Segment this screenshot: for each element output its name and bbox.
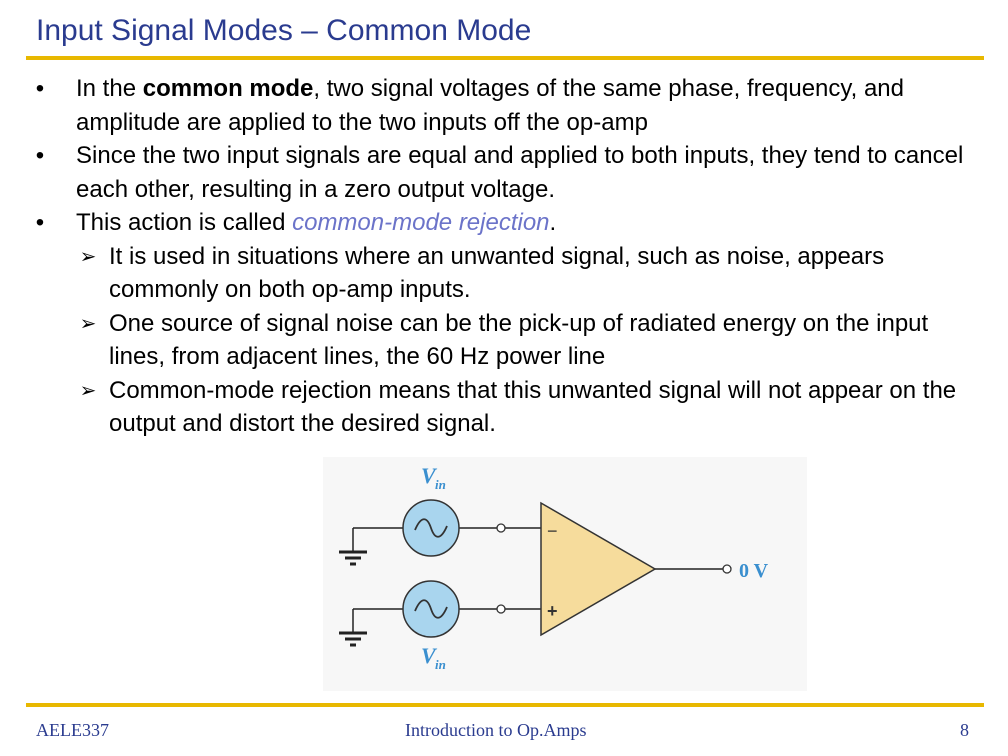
bullet-dot: • — [35, 75, 45, 102]
input-terminal-icon — [496, 604, 506, 614]
ground-icon — [339, 550, 367, 566]
bullet-text-bold: common mode — [142, 75, 314, 102]
bullet-text-post: , two signal voltages of the same phase,… — [76, 75, 904, 136]
page-number: 8 — [960, 720, 969, 740]
bullet-dot: • — [35, 142, 45, 169]
vin-top-label: V — [421, 463, 438, 488]
bullet-text-pre: This action is called — [76, 209, 293, 236]
sub-bullet-text: Common-mode rejection means that this un… — [109, 376, 957, 438]
footer-topic: Introduction to Op.Amps — [405, 720, 587, 740]
input-terminal-icon — [496, 523, 506, 533]
vin-bottom-label: V — [421, 643, 438, 668]
top-source-wiring — [352, 527, 541, 552]
slide-title: Input Signal Modes – Common Mode — [36, 14, 532, 47]
sub-bullet-item: ➢ It is used in situations where an unwa… — [30, 240, 990, 307]
vin-bottom-sub-label: in — [435, 657, 446, 672]
sub-bullet-text: It is used in situations where an unwant… — [109, 242, 885, 304]
sub-bullet-item: ➢ Common-mode rejection means that this … — [30, 374, 990, 441]
arrow-bullet-icon: ➢ — [79, 310, 97, 335]
bullet-item: • This action is called common-mode reje… — [30, 206, 990, 240]
title-divider — [26, 56, 984, 60]
slide-body: • In the common mode, two signal voltage… — [30, 72, 990, 441]
bullet-text: Since the two input signals are equal an… — [76, 142, 964, 203]
inverting-input-label: − — [547, 521, 558, 541]
op-amp-circuit-diagram: V in V in — [339, 463, 769, 672]
bullet-text-italic: common-mode rejection — [292, 209, 550, 236]
ac-source-icon — [402, 499, 460, 557]
bullet-item: • In the common mode, two signal voltage… — [30, 72, 990, 139]
arrow-bullet-icon: ➢ — [79, 243, 97, 268]
vin-top-sub-label: in — [435, 477, 446, 492]
ground-icon — [339, 631, 367, 647]
sub-bullet-item: ➢ One source of signal noise can be the … — [30, 307, 990, 374]
bullet-text-pre: In the — [76, 75, 143, 102]
bullet-item: • Since the two input signals are equal … — [30, 139, 990, 206]
op-amp-triangle-icon — [540, 501, 657, 637]
bottom-source-wiring — [352, 608, 541, 633]
noninverting-input-label: + — [547, 601, 558, 621]
arrow-bullet-icon: ➢ — [79, 377, 97, 402]
common-mode-circuit-figure: V in V in — [323, 457, 807, 691]
footer-divider — [26, 703, 984, 707]
bullet-text-post: . — [549, 209, 557, 236]
output-terminal-icon — [722, 564, 732, 574]
footer-course-code: AELE337 — [36, 720, 109, 740]
sub-bullet-text: One source of signal noise can be the pi… — [109, 309, 929, 371]
output-voltage-label: 0 V — [739, 560, 769, 582]
ac-source-icon — [402, 580, 460, 638]
bullet-dot: • — [35, 209, 45, 236]
